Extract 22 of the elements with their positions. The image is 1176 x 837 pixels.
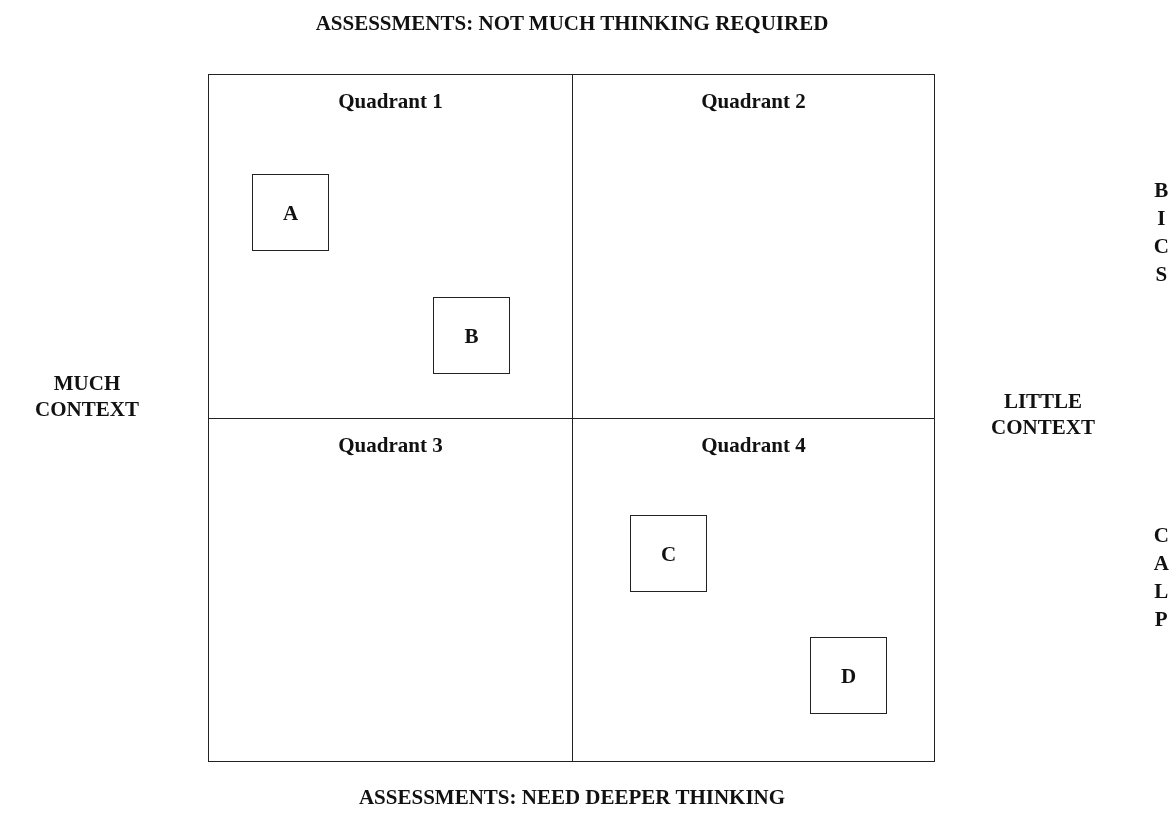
axis-label: MUCH CONTEXT bbox=[34, 370, 140, 423]
item-label: C bbox=[659, 541, 678, 566]
quadrant-title: Quadrant 1 bbox=[337, 89, 444, 114]
axis-label: CALP bbox=[1148, 523, 1175, 635]
axis-label: ASSESSMENTS: NOT MUCH THINKING REQUIRED bbox=[314, 10, 830, 37]
item-box bbox=[433, 297, 510, 374]
axis-label: LITTLE CONTEXT bbox=[990, 388, 1096, 441]
quadrant-box bbox=[572, 418, 935, 762]
item-label: B bbox=[463, 323, 480, 348]
quadrant-box bbox=[208, 418, 573, 762]
item-box bbox=[810, 637, 887, 714]
quadrant-title: Quadrant 3 bbox=[337, 433, 444, 458]
quadrant-box bbox=[208, 74, 573, 419]
item-label: A bbox=[281, 200, 300, 225]
quadrant-title: Quadrant 2 bbox=[700, 89, 807, 114]
item-box bbox=[252, 174, 329, 251]
quadrant-box bbox=[572, 74, 935, 419]
quadrant-title: Quadrant 4 bbox=[700, 433, 807, 458]
axis-label: BICS bbox=[1148, 178, 1175, 290]
item-box bbox=[630, 515, 707, 592]
item-label: D bbox=[839, 663, 858, 688]
axis-label: ASSESSMENTS: NEED DEEPER THINKING bbox=[357, 784, 787, 811]
